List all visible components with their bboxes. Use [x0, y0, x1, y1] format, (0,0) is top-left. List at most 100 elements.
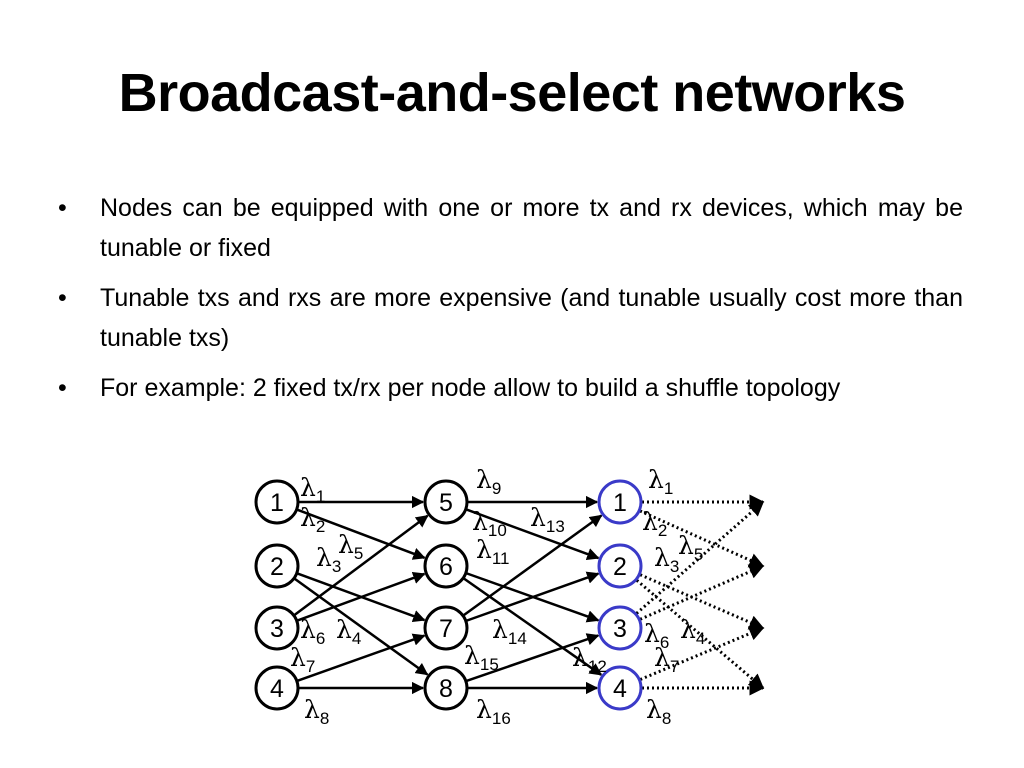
wavelength-label: λ4 — [336, 615, 361, 648]
bullet-item: • Nodes can be equipped with one or more… — [55, 188, 963, 268]
wavelength-label: λ1 — [648, 466, 673, 498]
network-node: 7 — [423, 605, 469, 651]
network-node: 4 — [254, 665, 300, 711]
lambda-symbol: λ — [338, 530, 354, 559]
lambda-symbol: λ — [678, 531, 694, 560]
link-arrow — [463, 514, 603, 617]
wavelength-subscript: 7 — [670, 657, 679, 676]
wavelength-subscript: 3 — [670, 557, 679, 576]
lambda-symbol: λ — [464, 641, 480, 670]
node-circle — [254, 479, 300, 525]
lambda-symbol: λ — [300, 473, 316, 502]
node-label: 6 — [439, 553, 453, 581]
lambda-symbol: λ — [530, 503, 546, 532]
slide-title: Broadcast-and-select networks — [118, 63, 906, 123]
wavelength-label: λ8 — [646, 695, 671, 728]
bullet-list: • Nodes can be equipped with one or more… — [55, 188, 963, 418]
bullet-text: Nodes can be equipped with one or more t… — [100, 194, 963, 262]
bullet-text: Tunable txs and rxs are more expensive (… — [100, 284, 963, 352]
lambda-symbol: λ — [680, 615, 696, 644]
wavelength-subscript: 11 — [492, 549, 510, 568]
wavelength-subscript: 9 — [492, 479, 501, 498]
lambda-symbol: λ — [572, 643, 588, 672]
wavelength-label: λ10 — [472, 507, 507, 540]
wavelength-subscript: 3 — [332, 557, 341, 576]
wavelength-label: λ5 — [678, 531, 703, 564]
link-arrow — [297, 571, 426, 622]
lambda-symbol: λ — [642, 507, 658, 536]
wavelength-subscript: 1 — [316, 487, 325, 506]
wraparound-link-arrow — [639, 573, 765, 630]
network-node: 5 — [423, 479, 469, 525]
link-arrow — [463, 577, 603, 676]
bullet-dot: • — [58, 374, 67, 402]
network-node: 8 — [423, 665, 469, 711]
lambda-symbol: λ — [476, 535, 492, 564]
wavelength-label: λ12 — [572, 643, 607, 676]
wavelength-subscript: 4 — [352, 629, 361, 648]
receiver-node: 3 — [597, 605, 643, 651]
wraparound-link-arrow — [639, 626, 765, 681]
lambda-symbol: λ — [492, 615, 508, 644]
node-label: 4 — [613, 675, 627, 703]
node-circle — [597, 605, 643, 651]
wavelength-label: λ8 — [304, 695, 329, 728]
wavelength-subscript: 12 — [588, 657, 607, 676]
node-circle — [254, 605, 300, 651]
wavelength-subscript: 1 — [664, 479, 673, 498]
wavelength-label: λ9 — [476, 466, 501, 498]
lambda-symbol: λ — [654, 643, 670, 672]
node-label: 8 — [439, 675, 453, 703]
node-circle — [423, 543, 469, 589]
node-label: 2 — [613, 553, 627, 581]
lambda-symbol: λ — [304, 695, 320, 724]
node-label: 1 — [270, 489, 284, 517]
node-label: 4 — [270, 675, 284, 703]
node-circle — [423, 479, 469, 525]
lambda-symbol: λ — [316, 543, 332, 572]
node-circle — [254, 665, 300, 711]
wavelength-subscript: 2 — [658, 521, 667, 540]
lambda-symbol: λ — [290, 643, 306, 672]
wavelength-label: λ4 — [680, 615, 705, 648]
lambda-symbol: λ — [336, 615, 352, 644]
node-label: 5 — [439, 489, 453, 517]
wavelength-subscript: 2 — [316, 517, 325, 536]
wavelength-label: λ15 — [464, 641, 499, 674]
wavelength-subscript: 5 — [354, 544, 363, 563]
receiver-node: 4 — [597, 665, 643, 711]
wavelength-subscript: 4 — [696, 629, 705, 648]
node-circle — [597, 543, 643, 589]
link-arrow — [297, 508, 426, 560]
network-node: 3 — [254, 605, 300, 651]
network-node: 1 — [254, 479, 300, 525]
wavelength-label: λ6 — [644, 619, 669, 652]
node-circle — [597, 665, 643, 711]
bullet-item: • Tunable txs and rxs are more expensive… — [55, 278, 963, 358]
lambda-symbol: λ — [644, 619, 660, 648]
lambda-symbol: λ — [476, 466, 492, 494]
node-label: 1 — [613, 489, 627, 517]
node-label: 2 — [270, 553, 284, 581]
node-label: 7 — [439, 615, 453, 643]
node-circle — [254, 543, 300, 589]
link-arrow — [294, 577, 429, 676]
link-arrow — [297, 633, 426, 682]
receiver-node: 2 — [597, 543, 643, 589]
edges-layer — [293, 494, 765, 696]
lambda-symbol: λ — [300, 503, 316, 532]
wavelength-subscript: 5 — [694, 545, 703, 564]
bullet-dot: • — [58, 194, 67, 222]
wavelength-subscript: 10 — [488, 521, 507, 540]
wavelength-label: λ7 — [654, 643, 679, 676]
lambda-symbol: λ — [648, 466, 664, 494]
wavelength-label: λ3 — [654, 543, 679, 576]
node-label: 3 — [613, 615, 627, 643]
wavelength-label: λ1 — [300, 473, 325, 506]
wavelength-subscript: 7 — [306, 657, 315, 676]
wavelength-label: λ16 — [476, 695, 511, 728]
wavelength-subscript: 6 — [660, 633, 669, 652]
